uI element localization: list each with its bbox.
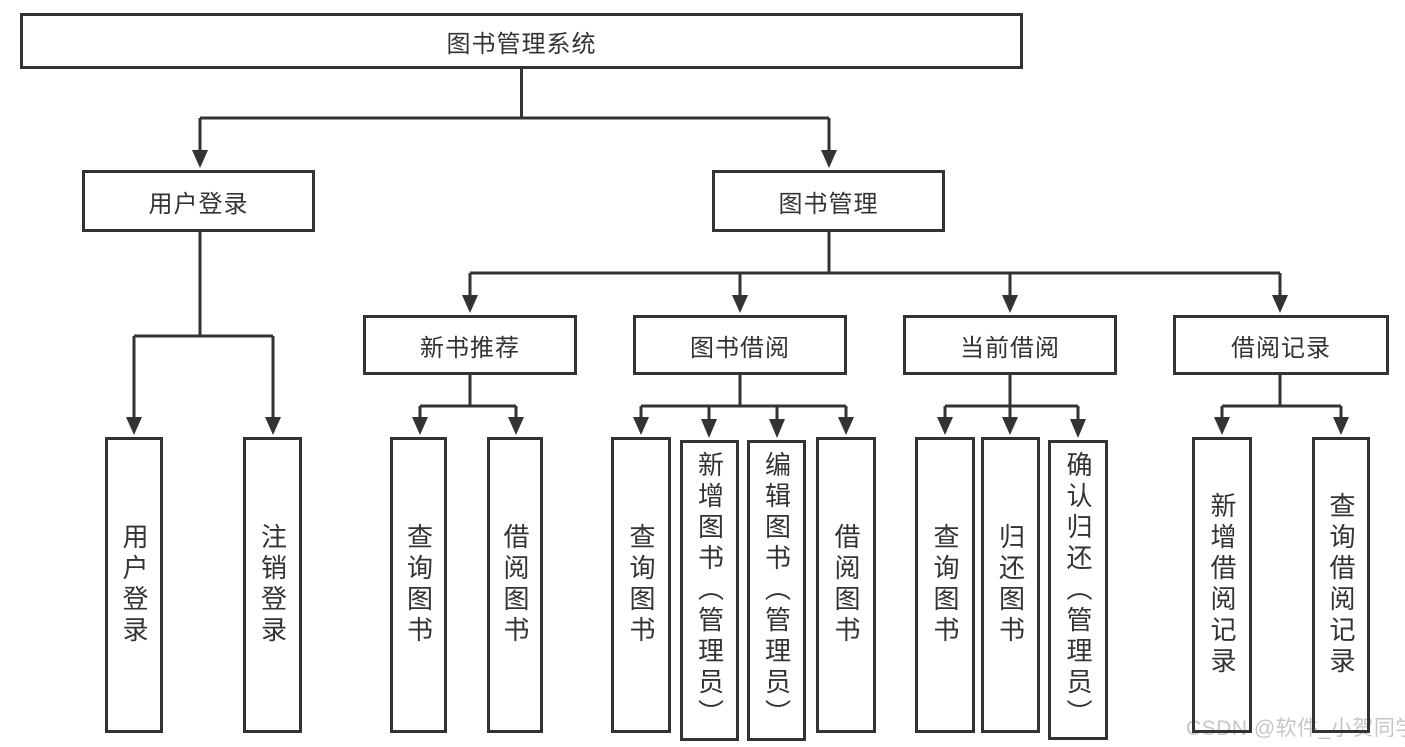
node-label: 查询图书 — [930, 523, 960, 647]
connector-new-book-recommendation-to-leaves — [412, 375, 524, 435]
node-borrowing-records: 借阅记录 — [1173, 315, 1389, 375]
node-label: 借阅记录 — [1231, 334, 1331, 362]
node-label: 当前借阅 — [960, 334, 1060, 362]
node-leaf-return-books: 归还图书 — [981, 437, 1040, 733]
node-leaf-edit-books-admin: 编辑图书（管理员） — [747, 440, 806, 741]
node-label: 确认归还（管理员） — [1063, 450, 1093, 730]
node-book-management: 图书管理 — [712, 170, 945, 232]
node-leaf-add-borrow-record: 新增借阅记录 — [1192, 437, 1252, 733]
connector-root-to-level2 — [192, 69, 837, 168]
node-label: 用户登录 — [148, 190, 249, 218]
node-label: 注销登录 — [257, 523, 288, 647]
connector-book-management-to-level3 — [462, 232, 1288, 313]
connector-borrowing-records-to-leaves — [1214, 375, 1349, 435]
node-library-management-system: 图书管理系统 — [20, 13, 1023, 69]
node-label: 新书推荐 — [420, 334, 520, 362]
connector-user-login-to-leaves — [126, 232, 281, 435]
node-label: 新增图书（管理员） — [694, 451, 725, 730]
node-user-login: 用户登录 — [82, 170, 315, 232]
node-label: 查询借阅记录 — [1326, 492, 1356, 678]
node-leaf-confirm-return-admin: 确认归还（管理员） — [1048, 440, 1108, 740]
node-leaf-query-borrow-record: 查询借阅记录 — [1312, 437, 1370, 733]
node-current-borrowing: 当前借阅 — [903, 315, 1117, 375]
node-label: 新增借阅记录 — [1207, 492, 1237, 678]
node-label: 编辑图书（管理员） — [761, 451, 792, 730]
node-book-borrowing: 图书借阅 — [633, 315, 847, 375]
connector-current-borrowing-to-leaves — [937, 375, 1086, 438]
connector-book-borrowing-to-leaves — [633, 375, 854, 438]
node-label: 图书管理系统 — [446, 30, 597, 58]
node-label: 图书借阅 — [690, 334, 790, 362]
node-label: 借阅图书 — [831, 523, 861, 647]
node-label: 用户登录 — [119, 523, 149, 647]
node-leaf-borrow-books-borrowing: 借阅图书 — [816, 437, 876, 733]
node-label: 查询图书 — [403, 523, 434, 647]
node-leaf-user-login: 用户登录 — [105, 437, 163, 733]
node-label: 借阅图书 — [500, 523, 530, 647]
node-leaf-borrow-books-recommend: 借阅图书 — [487, 437, 543, 733]
node-label: 图书管理 — [778, 190, 879, 218]
node-leaf-add-books-admin: 新增图书（管理员） — [680, 440, 739, 741]
node-leaf-query-books-current: 查询图书 — [915, 437, 975, 733]
csdn-watermark: CSDN @软件_小贺同学 — [1186, 717, 1405, 740]
node-label: 归还图书 — [995, 523, 1026, 647]
node-leaf-query-books-borrowing: 查询图书 — [611, 437, 671, 733]
node-leaf-logout: 注销登录 — [243, 437, 302, 733]
node-leaf-query-books-recommend: 查询图书 — [390, 437, 447, 733]
node-label: 查询图书 — [626, 523, 656, 647]
node-new-book-recommendation: 新书推荐 — [363, 315, 577, 375]
